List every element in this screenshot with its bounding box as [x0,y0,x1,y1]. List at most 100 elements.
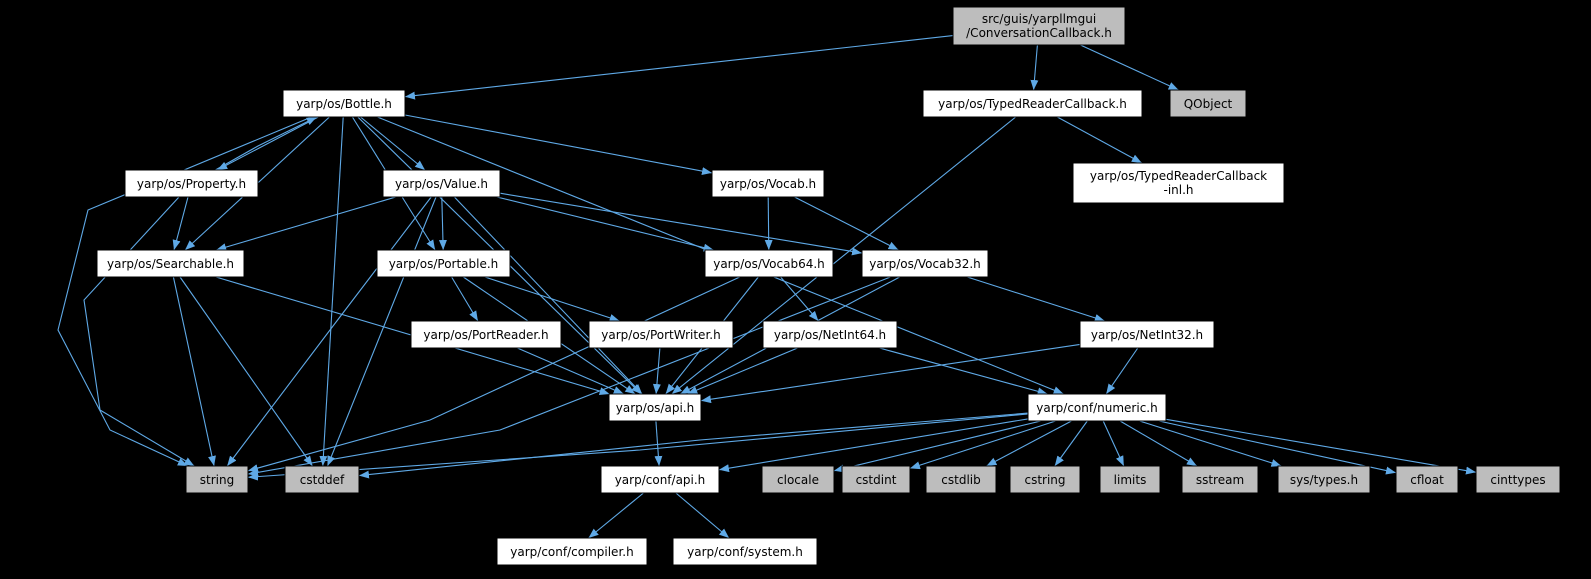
vocab32-box[interactable] [861,249,989,278]
edge-netint32-to-api [700,343,1081,404]
node-cinttypes: cinttypes [1475,465,1561,494]
edge-vocab-to-vocab32 [794,196,899,251]
node-typedreadercb[interactable]: yarp/os/TypedReaderCallback.h [922,89,1143,118]
edge-netint32-to-numeric [1105,347,1139,395]
edge-netint64-to-api [687,347,798,395]
cstddef-box [284,465,360,494]
node-sstream: sstream [1181,465,1259,494]
api-box[interactable] [608,393,702,422]
node-portreader[interactable]: yarp/os/PortReader.h [410,320,562,349]
compiler-box[interactable] [496,537,648,566]
edge-numeric-to-cstdlib [986,420,1072,467]
confapi-box[interactable] [600,465,720,494]
node-numeric[interactable]: yarp/conf/numeric.h [1027,393,1167,422]
edge-numeric-to-clocale [833,420,1042,473]
edge-value-to-portable [438,196,447,251]
portreader-box[interactable] [410,320,562,349]
nodes-layer: src/guis/yarpllmgui/ConversationCallback… [96,6,1561,566]
node-cstdlib: cstdlib [925,465,997,494]
systypes-box [1277,465,1371,494]
node-vocab[interactable]: yarp/os/Vocab.h [711,169,825,198]
edge-api-to-confapi [654,420,663,467]
netint64-box[interactable] [762,320,898,349]
portwriter-box[interactable] [588,320,734,349]
cstdint-box [841,465,911,494]
edge-value-to-vocab32 [499,192,863,256]
node-systypes: sys/types.h [1277,465,1371,494]
edge-numeric-to-cfloat [1158,420,1397,475]
edge-vocab32-to-netint32 [967,276,1105,322]
numeric-box[interactable] [1027,393,1167,422]
edge-numeric-to-confapi [718,418,1029,473]
sstream-box [1181,465,1259,494]
node-clocale: clocale [761,465,835,494]
node-portwriter[interactable]: yarp/os/PortWriter.h [588,320,734,349]
edge-property-to-searchable [172,196,189,251]
edge-netint64-to-numeric [879,347,1048,396]
edge-numeric-to-cstring [1054,420,1088,467]
node-root: src/guis/yarpllmgui/ConversationCallback… [952,6,1126,46]
netint32-box[interactable] [1079,320,1215,349]
node-cfloat: cfloat [1395,465,1459,494]
node-netint64[interactable]: yarp/os/NetInt64.h [762,320,898,349]
node-qobject: QObject [1169,89,1247,118]
bottle-box[interactable] [282,89,406,118]
edges-layer [57,35,1477,539]
edge-vocab-to-vocab64 [764,196,773,251]
edge-searchable-to-cstddef [179,276,313,467]
vocab-box[interactable] [711,169,825,198]
node-netint32[interactable]: yarp/os/NetInt32.h [1079,320,1215,349]
edge-numeric-to-cinttypes [1165,418,1477,475]
value-box[interactable] [382,169,501,198]
edge-numeric-to-limits [1102,420,1125,467]
searchable-box[interactable] [96,249,245,278]
edge-typedreadercb-to-trcinl [1057,116,1143,164]
cinttypes-box [1475,465,1561,494]
node-system[interactable]: yarp/conf/system.h [672,537,818,566]
edge-root-to-typedreadercb [1030,44,1039,91]
portable-box[interactable] [376,249,511,278]
node-cstdint: cstdint [841,465,911,494]
clocale-box [761,465,835,494]
limits-box [1099,465,1161,494]
edge-value-to-string [226,196,432,467]
root-box [952,6,1126,46]
edge-numeric-to-sstream [1119,420,1198,467]
edge-numeric-to-cstddef [358,412,1029,479]
node-portable[interactable]: yarp/os/Portable.h [376,249,511,278]
node-trcinl[interactable]: yarp/os/TypedReaderCallback-inl.h [1072,162,1285,204]
node-confapi[interactable]: yarp/conf/api.h [600,465,720,494]
edge-value-to-cstddef [326,196,437,467]
edge-vocab32-to-string [247,276,891,477]
property-box[interactable] [124,169,259,198]
node-compiler[interactable]: yarp/conf/compiler.h [496,537,648,566]
node-searchable[interactable]: yarp/os/Searchable.h [96,249,245,278]
node-property[interactable]: yarp/os/Property.h [124,169,259,198]
edge-searchable-to-string [172,276,216,467]
cstdlib-box [925,465,997,494]
edge-value-to-vocab64 [496,196,714,252]
edge-bottle-to-property [216,116,319,171]
node-bottle[interactable]: yarp/os/Bottle.h [282,89,406,118]
node-vocab32[interactable]: yarp/os/Vocab32.h [861,249,989,278]
edge-portable-to-portwriter [484,276,620,322]
node-cstddef: cstddef [284,465,360,494]
edge-property-to-string [83,196,195,467]
edge-value-to-searchable [216,196,396,252]
edge-bottle-to-cstddef [319,116,344,467]
node-limits: limits [1099,465,1161,494]
qobject-box [1169,89,1247,118]
node-vocab64[interactable]: yarp/os/Vocab64.h [704,249,834,278]
edge-portable-to-portreader [451,276,479,322]
system-box[interactable] [672,537,818,566]
edge-numeric-to-cstdint [909,420,1056,470]
node-api[interactable]: yarp/os/api.h [608,393,702,422]
cstring-box [1009,465,1081,494]
node-value[interactable]: yarp/os/Value.h [382,169,501,198]
typedreadercb-box[interactable] [922,89,1143,118]
edge-bottle-to-string [57,116,312,467]
edge-property-to-bottle [215,116,317,171]
vocab64-box[interactable] [704,249,834,278]
trcinl-box[interactable] [1072,162,1285,204]
